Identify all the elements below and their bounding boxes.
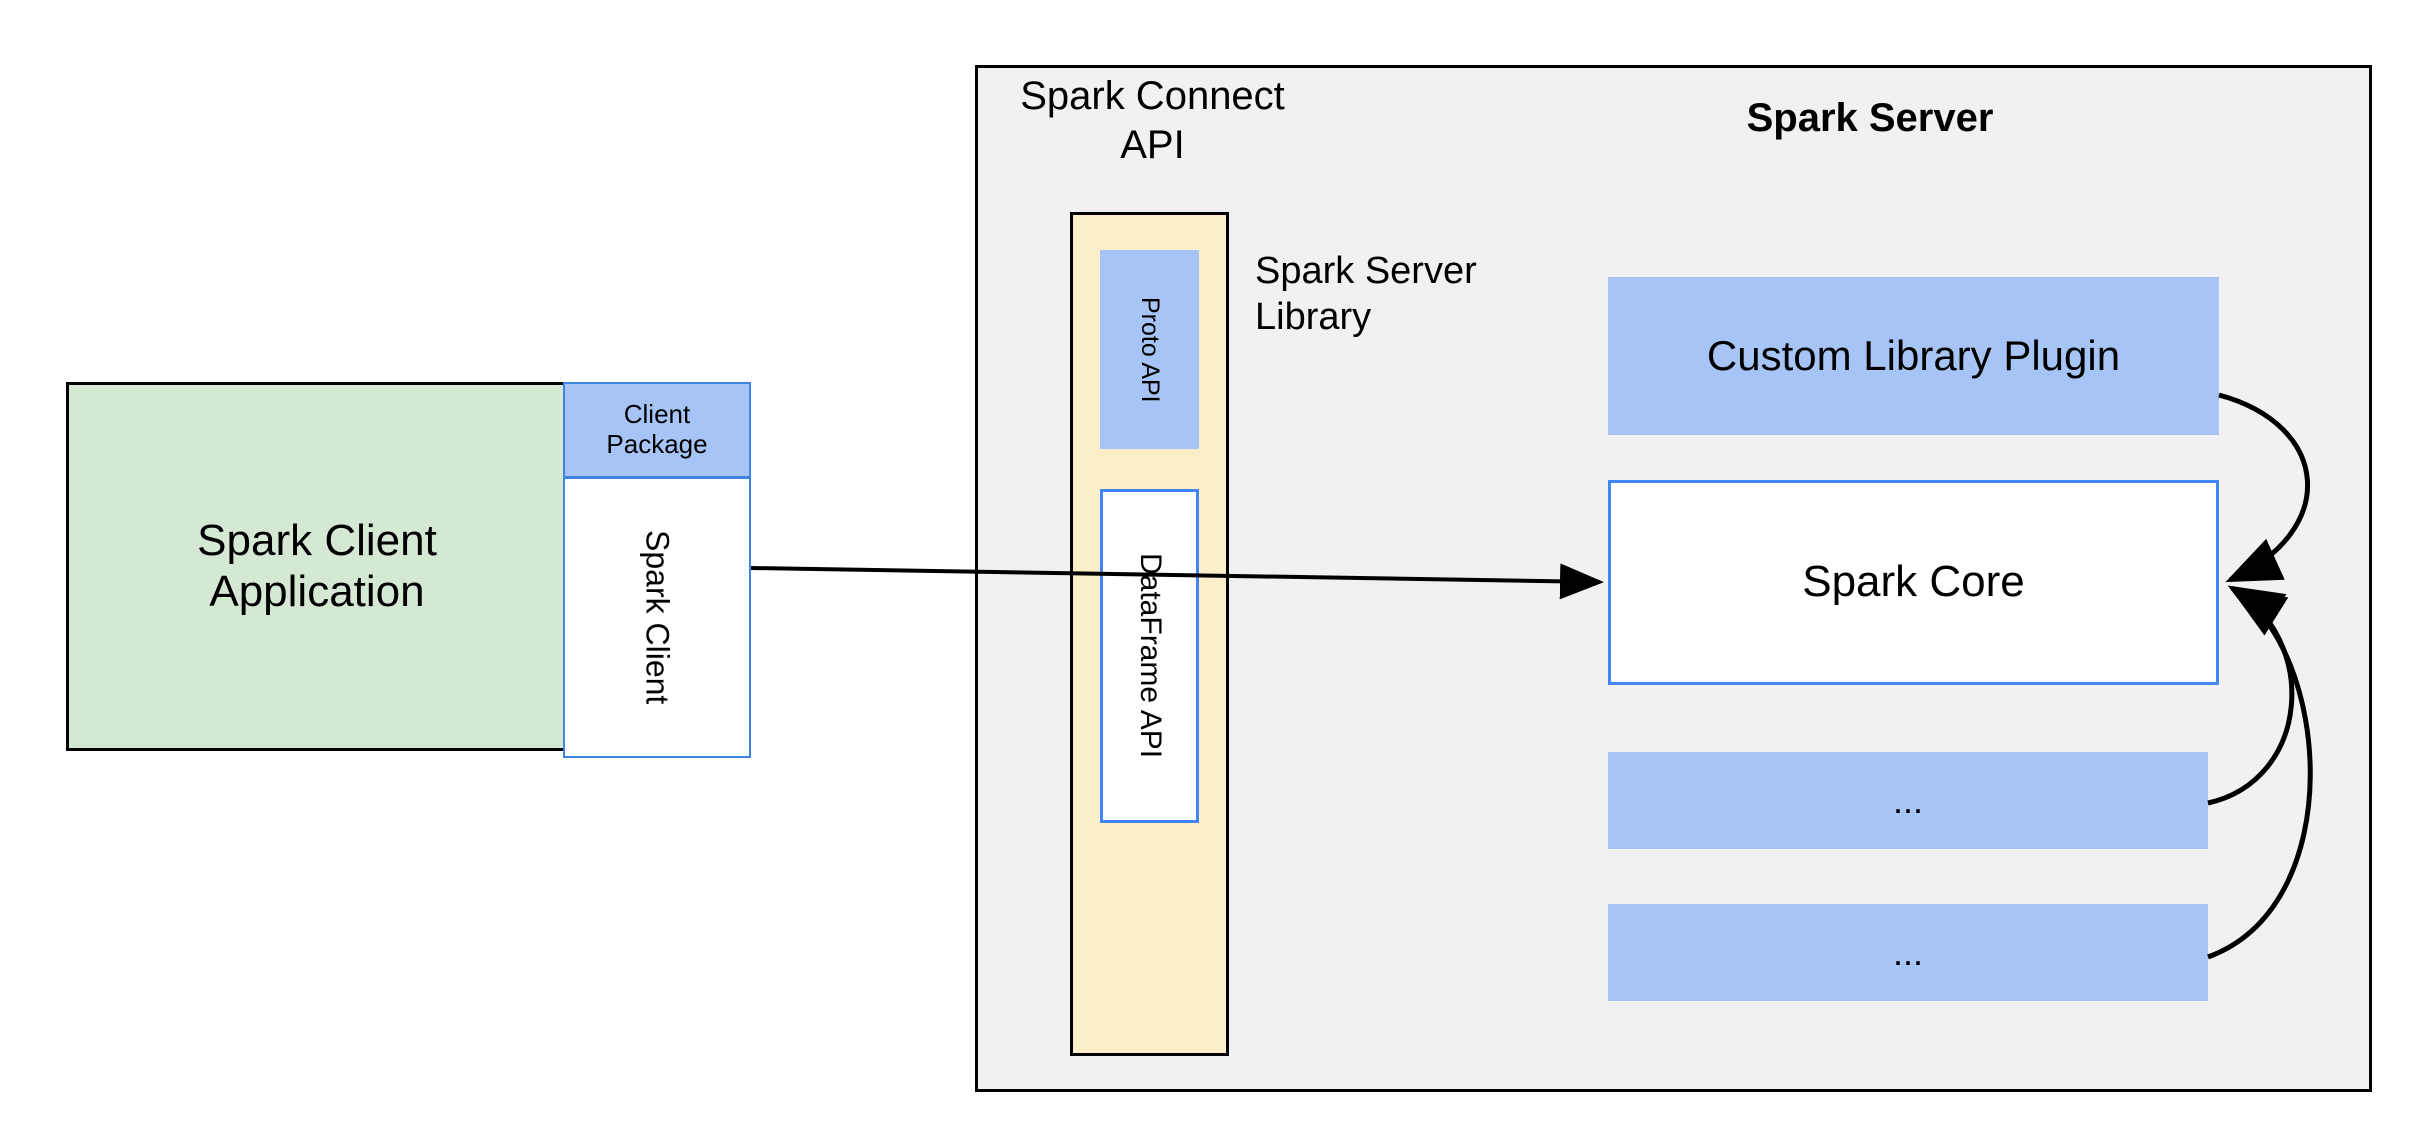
dataframe-api-block: DataFrame API (1100, 489, 1199, 823)
dataframe-api-label: DataFrame API (1133, 553, 1167, 759)
server-block-ellipsis-2: ... (1608, 904, 2208, 1001)
spark-server-title: Spark Server (1746, 96, 1994, 140)
client-package-label: Client Package (606, 399, 708, 459)
spark-client-label: Spark Client (639, 530, 676, 705)
spark-core-block: Spark Core (1608, 480, 2219, 685)
spark-connect-api-label: Spark Connect API (1020, 74, 1285, 167)
server-block-ellipsis-2-label: ... (1892, 931, 1923, 973)
server-block-ellipsis-1: ... (1608, 752, 2208, 849)
spark-client-application-label: Spark Client Application (197, 515, 437, 616)
proto-api-block: Proto API (1100, 250, 1199, 449)
spark-client-block: Spark Client (563, 477, 751, 758)
client-package-block: Client Package (563, 382, 751, 478)
custom-library-plugin-block: Custom Library Plugin (1608, 277, 2219, 435)
spark-client-application-block: Spark Client Application (66, 382, 568, 751)
server-block-ellipsis-1-label: ... (1892, 779, 1923, 821)
proto-api-label: Proto API (1135, 296, 1164, 403)
spark-core-label: Spark Core (1802, 557, 2025, 607)
spark-server-library-label: Spark Server Library (1255, 250, 1477, 339)
custom-library-plugin-label: Custom Library Plugin (1706, 331, 2121, 379)
